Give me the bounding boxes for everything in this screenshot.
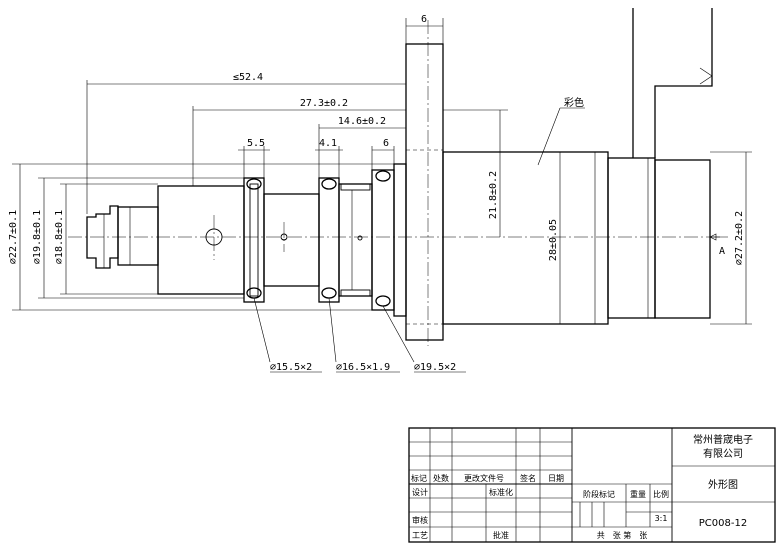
body-pin: [280, 233, 288, 241]
dim-6-small: 6: [383, 138, 389, 149]
dim-dia-22-7: ⌀22.7±0.1: [8, 210, 19, 264]
part-groove-2: [318, 177, 340, 303]
tb-company-2: 有限公司: [703, 447, 743, 460]
dim-4-1: 4.1: [319, 138, 337, 149]
band-top: [340, 183, 371, 191]
tb-company-1: 常州普宬电子: [693, 433, 753, 446]
tb-signature: 签名: [520, 473, 536, 483]
band-bottom: [340, 289, 371, 297]
tb-standardize: 标准化: [489, 487, 513, 497]
tb-mark: 标记: [411, 473, 427, 483]
oring-1-bottom: [246, 287, 262, 299]
oring-2-top: [321, 178, 337, 190]
dim-14-6: 14.6±0.2: [338, 116, 386, 127]
part-body-1: [157, 185, 245, 295]
callout-oring-3: ⌀19.5×2: [414, 362, 456, 373]
dimension-lines: 6 ≤52.4 27.3±0.2 14.6±0.2 5.5 4.1 6 ⌀22.…: [8, 14, 752, 325]
dim-top-6: 6: [421, 14, 427, 25]
oring-3-bottom: [375, 295, 391, 307]
part-flange: [405, 43, 444, 341]
connector-break: [699, 67, 713, 85]
tb-ratio: 比例: [653, 489, 669, 499]
oring-3-top: [375, 170, 391, 182]
dim-27-3: 27.3±0.2: [300, 98, 348, 109]
part-neck: [117, 206, 159, 266]
tb-approve: 批准: [493, 530, 509, 540]
dim-dia-18-8: ⌀18.8±0.1: [54, 210, 65, 264]
tb-review: 审核: [412, 515, 428, 525]
part-rear-cap: [654, 159, 711, 319]
callouts: 彩色 ⌀15.5×2 ⌀16.5×1.9 ⌀19.5×2: [253, 96, 585, 373]
dim-5-5: 5.5: [247, 138, 265, 149]
tb-count: 处数: [433, 473, 449, 483]
groove-1-inner: [249, 183, 259, 297]
part-large-body: [442, 151, 609, 325]
tb-stage-mark: 阶段标记: [583, 489, 615, 499]
title-block: 标记 处数 更改文件号 签名 日期 设计 标准化 阶段标记 重量 比例 3:1 …: [408, 427, 776, 543]
dim-dia-27-2: ⌀27.2±0.2: [734, 211, 745, 265]
valve-part: [86, 8, 713, 341]
part-shoulder: [393, 163, 407, 317]
callout-color: 彩色: [564, 96, 584, 109]
view-a-label: A: [719, 246, 725, 257]
dim-dia-19-8: ⌀19.8±0.1: [32, 210, 43, 264]
tb-drawing-title: 外形图: [708, 479, 738, 491]
dim-28: 28±0.05: [548, 219, 559, 261]
tb-change-doc: 更改文件号: [464, 473, 504, 483]
tb-scale: 3:1: [655, 514, 668, 523]
callout-oring-2: ⌀16.5×1.9: [336, 362, 390, 373]
dim-length-max: ≤52.4: [233, 72, 263, 83]
tb-process: 工艺: [412, 531, 428, 540]
body-3-pin: [357, 235, 363, 241]
tb-date: 日期: [548, 474, 564, 483]
tb-weight: 重量: [630, 489, 646, 499]
oring-2-bottom: [321, 287, 337, 299]
part-groove-3: [371, 169, 395, 311]
dim-21-8: 21.8±0.2: [488, 171, 499, 219]
part-body-2: [263, 193, 320, 287]
part-body-3: [338, 183, 373, 297]
tb-drawing-number: PC008-12: [699, 518, 747, 529]
oring-1-top: [246, 178, 262, 190]
body-hole: [205, 228, 223, 246]
callout-oring-1: ⌀15.5×2: [270, 362, 312, 373]
tb-sheets: 共 张 第 张: [597, 530, 648, 540]
connector-lead: [632, 8, 713, 158]
part-groove-1: [243, 177, 265, 303]
tb-design: 设计: [412, 487, 428, 497]
